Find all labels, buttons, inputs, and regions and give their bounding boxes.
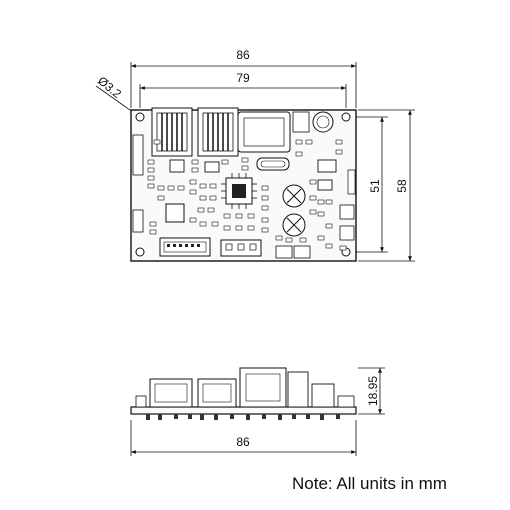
side-rj-connector [149, 378, 193, 408]
ic-chip [317, 179, 333, 191]
hole-leader-line [95, 85, 138, 116]
potentiometer [282, 184, 306, 208]
side-view-board [130, 367, 385, 456]
side-small-module [287, 371, 309, 408]
mount-hole [341, 112, 351, 122]
terminal-block [220, 239, 262, 257]
right-edge-connector [339, 225, 355, 241]
mount-hole [135, 112, 145, 122]
dim-width-holes-label: 79 [236, 71, 250, 85]
right-edge-connector [339, 204, 355, 220]
two-pin-connector [293, 245, 311, 259]
underside-pins [146, 414, 340, 420]
crystal [256, 157, 290, 171]
passive-components [147, 139, 347, 251]
units-note: Note: All units in mm [292, 474, 447, 493]
left-side-header [132, 134, 144, 176]
transformer [237, 111, 291, 153]
side-transformer [239, 367, 287, 408]
side-terminal [337, 395, 355, 408]
rj-connector-right [197, 107, 239, 157]
dim-side-height-label: 18.95 [366, 376, 380, 406]
side-buzzer [311, 383, 335, 408]
potentiometer [282, 213, 306, 237]
right-edge-header [347, 169, 356, 195]
ic-chip [204, 161, 220, 173]
ic-chip [165, 203, 185, 223]
rj-connector-left [151, 107, 193, 157]
box-header [159, 237, 211, 257]
two-pin-connector [275, 245, 293, 259]
ic-chip [317, 159, 337, 173]
ic-chip [169, 159, 185, 173]
pcb-side-slab [130, 406, 357, 415]
dim-height-outer-label: 58 [395, 179, 409, 193]
top-view-board [95, 62, 415, 262]
dim-width-outer-label: 86 [236, 48, 250, 62]
small-module [292, 111, 310, 133]
side-rj-connector [197, 378, 237, 408]
dim-height-holes-label: 51 [368, 179, 382, 193]
mount-hole [135, 247, 145, 257]
buzzer [312, 111, 334, 133]
dim-side-width-label: 86 [236, 435, 250, 449]
dim-hole-diameter-label: Ø3.2 [95, 74, 124, 102]
mcu-chip [221, 173, 257, 209]
